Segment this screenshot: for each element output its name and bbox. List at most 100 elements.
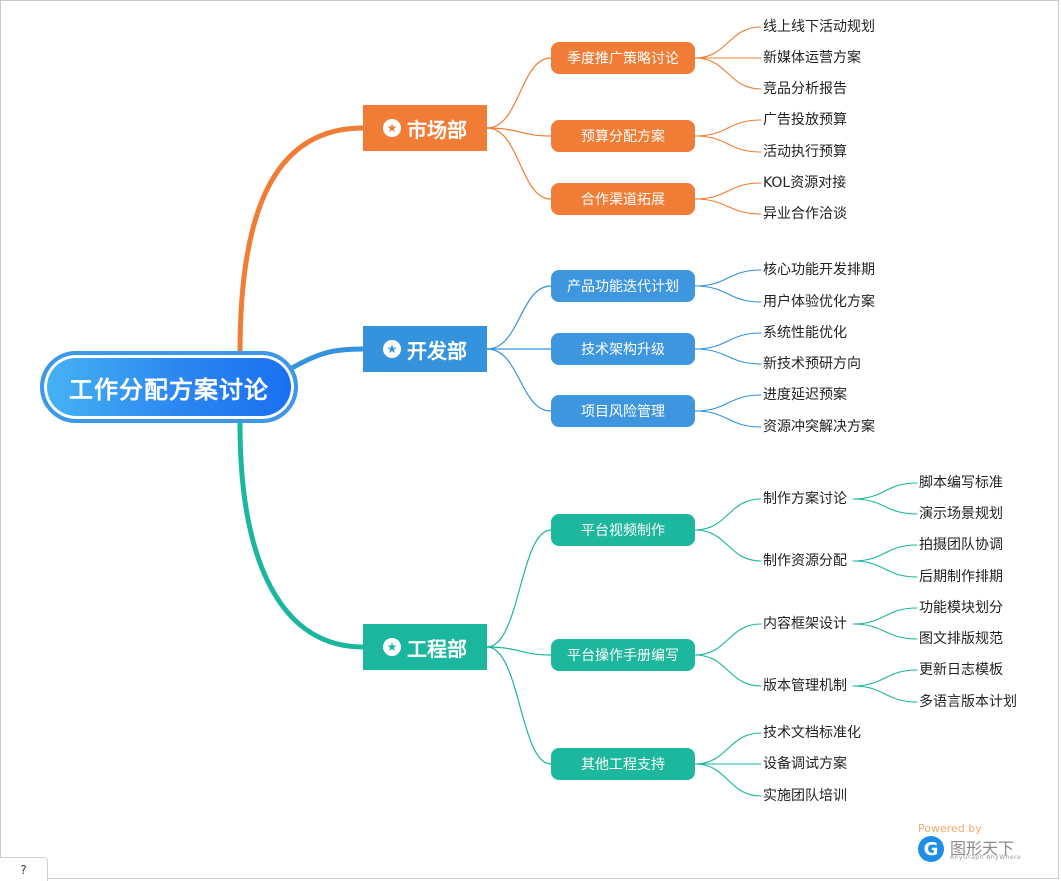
topic-label: 合作渠道拓展 bbox=[581, 192, 665, 208]
leaf-item[interactable]: 竞品分析报告 bbox=[763, 81, 847, 97]
connector-leaf bbox=[694, 654, 762, 687]
connector-leaf bbox=[694, 410, 762, 428]
topic-label: 平台视频制作 bbox=[581, 523, 665, 539]
connector-leaf bbox=[694, 498, 762, 531]
connector-leaf bbox=[694, 119, 762, 137]
connector-leaf bbox=[852, 607, 918, 625]
leaf-item[interactable]: 拍摄团队协调 bbox=[919, 537, 1003, 553]
leaf-item[interactable]: 异业合作洽谈 bbox=[763, 206, 847, 222]
connector-leaf bbox=[852, 544, 918, 562]
leaf-item[interactable]: 广告投放预算 bbox=[763, 112, 847, 128]
star-badge-icon: ★ bbox=[383, 119, 401, 137]
dept-market[interactable]: ★ 市场部 bbox=[363, 105, 487, 151]
dept-market-label: 市场部 bbox=[407, 117, 467, 142]
leaf-item[interactable]: 后期制作排期 bbox=[919, 569, 1003, 585]
connector-leaf bbox=[694, 732, 762, 765]
connector-leaf bbox=[694, 763, 762, 797]
leaf-item[interactable]: 新技术预研方向 bbox=[763, 356, 861, 372]
topic-label: 其他工程支持 bbox=[581, 757, 665, 773]
dept-eng[interactable]: ★ 工程部 bbox=[363, 624, 487, 670]
topic-label: 项目风险管理 bbox=[581, 404, 665, 420]
connector-leaf bbox=[694, 623, 762, 656]
connector-leaf bbox=[694, 348, 762, 365]
connector-eng-l2 bbox=[486, 646, 552, 656]
leaf-item[interactable]: 用户体验优化方案 bbox=[763, 294, 875, 310]
subtopic-item[interactable]: 内容框架设计 bbox=[763, 616, 847, 632]
leaf-item[interactable]: 技术文档标准化 bbox=[763, 725, 861, 741]
dept-dev-label: 开发部 bbox=[407, 338, 467, 363]
connector-leaf bbox=[694, 26, 762, 59]
connector-root-dev bbox=[289, 346, 366, 371]
leaf-item[interactable]: 脚本编写标准 bbox=[919, 475, 1003, 491]
help-button[interactable]: ? bbox=[0, 857, 48, 881]
topic-market-budget[interactable]: 预算分配方案 bbox=[551, 120, 695, 152]
topic-eng-support[interactable]: 其他工程支持 bbox=[551, 748, 695, 780]
connector-leaf bbox=[694, 135, 762, 153]
connector-leaf bbox=[694, 269, 762, 287]
watermark-brand-name: 图形天下 bbox=[950, 839, 1015, 858]
subtopic-item[interactable]: 版本管理机制 bbox=[763, 678, 847, 694]
topic-label: 季度推广策略讨论 bbox=[567, 51, 679, 67]
connector-leaf bbox=[694, 198, 762, 215]
connector-leaf bbox=[852, 623, 918, 640]
topic-market-strategy[interactable]: 季度推广策略讨论 bbox=[551, 42, 695, 74]
leaf-item[interactable]: 功能模块划分 bbox=[919, 600, 1003, 616]
leaf-item[interactable]: 核心功能开发排期 bbox=[763, 262, 875, 278]
connector-leaf bbox=[694, 394, 762, 412]
star-badge-icon: ★ bbox=[383, 638, 401, 656]
connector-leaf bbox=[694, 529, 762, 562]
topic-label: 技术架构升级 bbox=[581, 342, 665, 358]
connector-market-l2 bbox=[486, 127, 552, 137]
topic-market-channels[interactable]: 合作渠道拓展 bbox=[551, 183, 695, 215]
topic-dev-architecture[interactable]: 技术架构升级 bbox=[551, 333, 695, 365]
leaf-item[interactable]: KOL资源对接 bbox=[763, 175, 847, 191]
watermark-tagline: AnyGraph AnyWhere bbox=[950, 854, 1022, 861]
topic-label: 预算分配方案 bbox=[581, 129, 665, 145]
connector-leaf bbox=[694, 332, 762, 350]
connector-market-l2 bbox=[486, 127, 552, 200]
leaf-item[interactable]: 进度延迟预案 bbox=[763, 387, 847, 403]
connector-leaf bbox=[852, 560, 918, 578]
connector-leaf bbox=[852, 498, 918, 515]
connector-leaf bbox=[852, 482, 918, 500]
root-topic-label: 工作分配方案讨论 bbox=[69, 375, 269, 404]
topic-label: 产品功能迭代计划 bbox=[567, 279, 679, 295]
leaf-item[interactable]: 演示场景规划 bbox=[919, 506, 1003, 522]
topic-eng-manual[interactable]: 平台操作手册编写 bbox=[551, 639, 695, 671]
star-badge-icon: ★ bbox=[383, 340, 401, 358]
watermark: Powered by G 图形天下 AnyGraph AnyWhere bbox=[916, 822, 1026, 866]
subtopic-item[interactable]: 制作方案讨论 bbox=[763, 491, 847, 507]
connector-eng-l2 bbox=[486, 646, 552, 765]
leaf-item[interactable]: 新媒体运营方案 bbox=[763, 50, 861, 66]
connector-leaf bbox=[852, 685, 918, 703]
subtopic-item[interactable]: 制作资源分配 bbox=[763, 553, 847, 569]
connector-leaf bbox=[694, 182, 762, 200]
leaf-item[interactable]: 多语言版本计划 bbox=[919, 694, 1017, 710]
help-icon: ? bbox=[20, 862, 27, 877]
connector-dev-l2 bbox=[486, 348, 552, 412]
leaf-item[interactable]: 线上线下活动规划 bbox=[763, 19, 875, 35]
connector-leaf bbox=[694, 57, 762, 90]
leaf-item[interactable]: 资源冲突解决方案 bbox=[763, 419, 875, 435]
watermark-powered-text: Powered by bbox=[918, 822, 982, 835]
topic-label: 平台操作手册编写 bbox=[567, 648, 679, 664]
leaf-item[interactable]: 系统性能优化 bbox=[763, 325, 847, 341]
leaf-item[interactable]: 实施团队培训 bbox=[763, 788, 847, 804]
dept-eng-label: 工程部 bbox=[407, 636, 467, 661]
leaf-item[interactable]: 设备调试方案 bbox=[763, 756, 847, 772]
leaf-item[interactable]: 更新日志模板 bbox=[919, 662, 1003, 678]
topic-dev-iteration[interactable]: 产品功能迭代计划 bbox=[551, 270, 695, 302]
connector-leaf bbox=[694, 285, 762, 303]
root-topic[interactable]: 工作分配方案讨论 bbox=[40, 351, 298, 423]
leaf-item[interactable]: 活动执行预算 bbox=[763, 144, 847, 160]
dept-dev[interactable]: ★ 开发部 bbox=[363, 326, 487, 372]
leaf-item[interactable]: 图文排版规范 bbox=[919, 631, 1003, 647]
topic-dev-risk[interactable]: 项目风险管理 bbox=[551, 395, 695, 427]
brand-logo-icon: G bbox=[918, 836, 944, 862]
connector-root-market bbox=[237, 125, 366, 355]
connector-market-l2 bbox=[486, 57, 552, 129]
topic-eng-video[interactable]: 平台视频制作 bbox=[551, 514, 695, 546]
connector-eng-l2 bbox=[486, 529, 552, 648]
